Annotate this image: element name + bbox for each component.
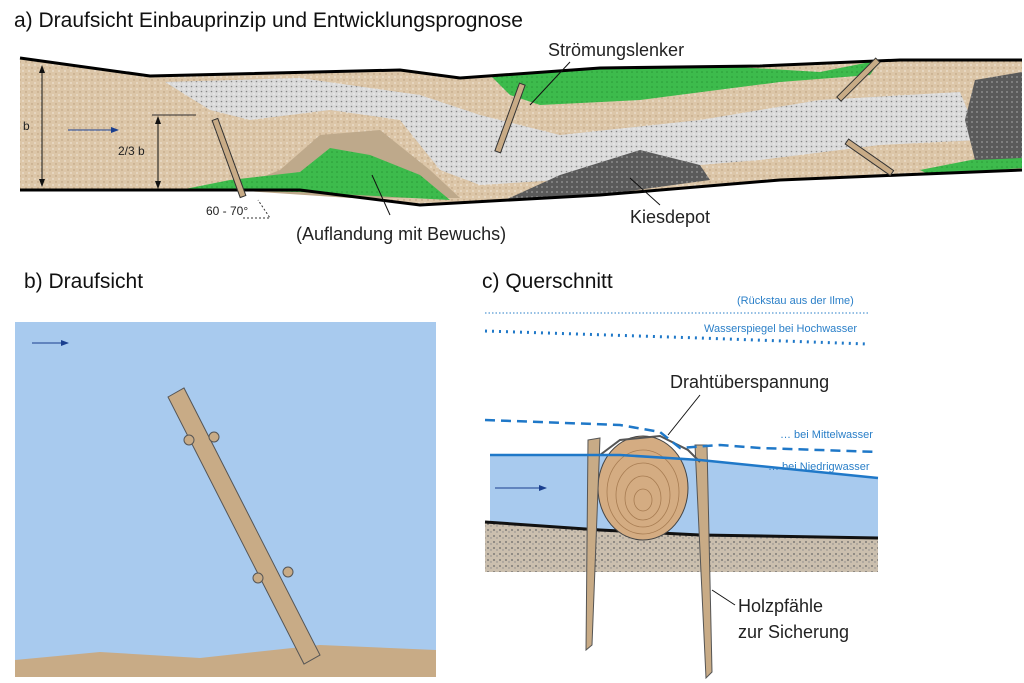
leader-line: [371, 174, 391, 216]
leader-line: [667, 394, 701, 436]
bank-bottom: [20, 168, 1023, 207]
backwater-label: (Rückstau aus der Ilme): [737, 295, 854, 307]
panel-c-cross-section: c) Querschnitt (Rückstau aus der Ilme) W…: [482, 270, 879, 680]
deflector-logs: [211, 57, 895, 199]
gravel-bar-light: [165, 78, 980, 185]
leader-line: [711, 589, 736, 606]
mean-water-label: … bei Mittelwasser: [780, 429, 873, 441]
two-thirds-label: 2/3 b: [118, 144, 145, 158]
leader-line: [629, 177, 661, 206]
low-water-line: [490, 453, 879, 480]
wooden-stake-right: [694, 444, 713, 680]
panel-a-plan-view: a) Draufsicht Einbauprinzip und Entwickl…: [14, 9, 1023, 244]
width-label: b: [23, 119, 30, 133]
high-water-line: [484, 329, 869, 346]
gravel-depot-dark: [505, 150, 710, 200]
wire-label: Drahtüberspannung: [670, 372, 829, 392]
tree-rings: [606, 449, 680, 535]
panel-a-title: a) Draufsicht Einbauprinzip und Entwickl…: [14, 9, 523, 32]
wire-span: [599, 434, 701, 463]
angle-indicator: [243, 199, 271, 219]
vegetation-bar-top: [490, 60, 880, 105]
panel-c-title: c) Querschnitt: [482, 270, 613, 293]
gravel-depot-right: [965, 72, 1022, 160]
panel-b-plan-view: b) Draufsicht: [15, 270, 436, 677]
gravel-label: Kiesdepot: [630, 207, 710, 227]
vegetation-bar-left: [180, 148, 450, 200]
fixing-pins: [183, 431, 294, 584]
panel-b-title: b) Draufsicht: [24, 270, 143, 293]
log-cross-section: [597, 435, 689, 541]
leader-line: [529, 61, 571, 106]
sedimentation-label: (Auflandung mit Bewuchs): [296, 224, 506, 244]
mean-water-line: [484, 418, 879, 454]
low-water-label: … bei Niedrigwasser: [768, 461, 870, 473]
angle-label: 60 - 70°: [206, 204, 248, 218]
river-bed-gravel: [485, 522, 878, 572]
stakes-label-line2: zur Sicherung: [738, 622, 849, 642]
wooden-stake-left: [585, 437, 601, 652]
stakes-label-line1: Holzpfähle: [738, 596, 823, 616]
deflector-label: Strömungslenker: [548, 40, 684, 60]
river-bed: [15, 645, 436, 677]
high-water-label: Wasserspiegel bei Hochwasser: [704, 323, 857, 335]
